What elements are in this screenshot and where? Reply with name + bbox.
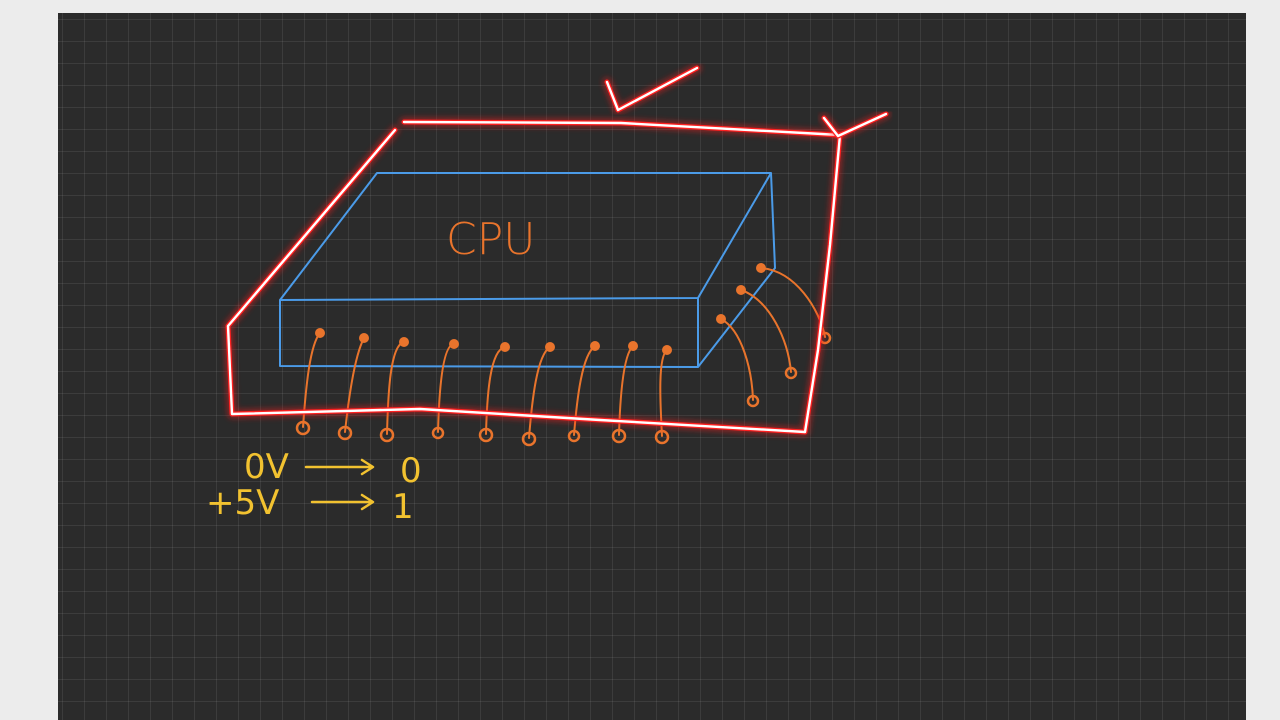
front-pins [295, 328, 672, 447]
legend-voltage-high: +5V [206, 483, 279, 523]
pin [379, 337, 409, 443]
pin [295, 328, 325, 436]
pin [337, 333, 369, 441]
pin [736, 285, 798, 380]
pin [478, 342, 510, 443]
arrow-icon [304, 458, 375, 476]
legend-bit-low: 0 [400, 451, 422, 491]
voltage-legend: 0V 0 +5V 1 [206, 447, 422, 527]
cpu-chip-outline [279, 172, 776, 368]
pin [567, 341, 600, 443]
pin [431, 339, 459, 440]
whiteboard-canvas: CPU [58, 13, 1246, 720]
legend-row-high: +5V 1 [206, 483, 414, 527]
legend-row-low: 0V 0 [244, 447, 422, 491]
highlight-outline [223, 63, 891, 437]
arrow-icon [310, 493, 375, 511]
legend-voltage-low: 0V [244, 447, 289, 487]
cpu-label: CPU [446, 214, 535, 265]
pin [521, 342, 555, 447]
pin [716, 314, 760, 408]
cpu-pin-diagram: CPU [206, 63, 891, 527]
legend-bit-high: 1 [392, 487, 414, 527]
pin [611, 341, 638, 444]
